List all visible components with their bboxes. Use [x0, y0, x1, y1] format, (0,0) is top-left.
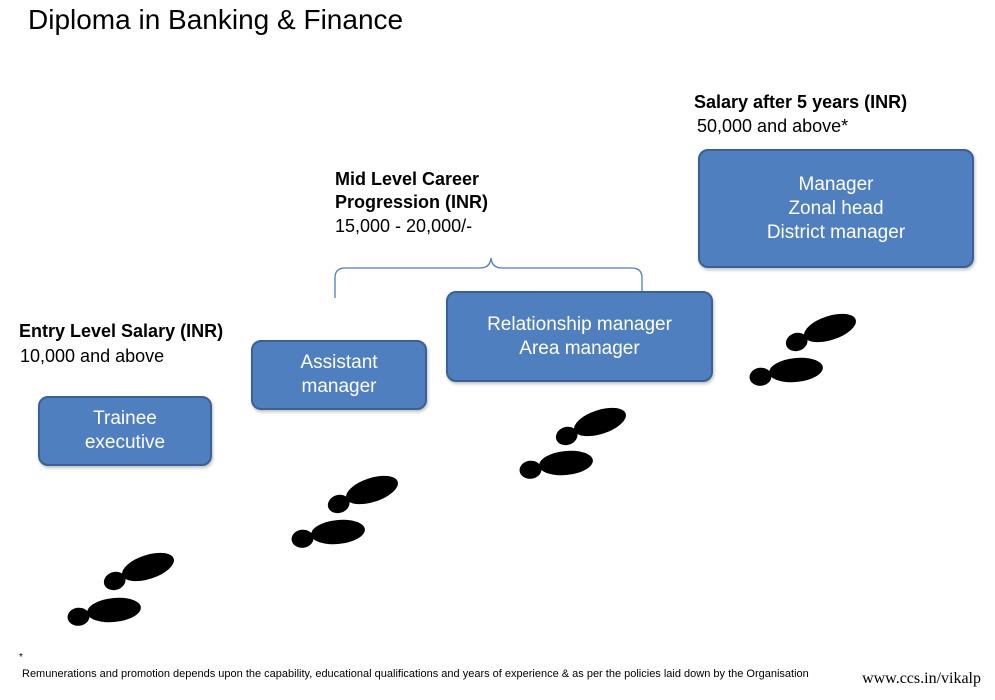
entry-salary-heading: Entry Level Salary (INR) [19, 321, 224, 341]
mid-salary-heading-line1: Mid Level Career [335, 169, 480, 189]
footprint-step-2 [290, 517, 367, 549]
role-label: manager [301, 376, 377, 397]
role-label: Manager [798, 173, 874, 195]
assistant-manager-box: Assistant manager [251, 340, 427, 410]
role-label: Trainee [93, 408, 157, 429]
role-label: executive [84, 432, 166, 453]
role-label: Zonal head [788, 197, 884, 219]
footnote-text: Remunerations and promotion depends upon… [22, 668, 809, 680]
source-url: www.ccs.in/vikalp [862, 670, 981, 687]
footprint-step-4 [781, 308, 860, 354]
entry-salary-value: 10,000 and above [20, 346, 165, 366]
trainee-executive-box: Trainee executive [38, 396, 212, 466]
footprint-step-2 [323, 470, 402, 516]
senior-salary-heading: Salary after 5 years (INR) [694, 92, 908, 112]
role-label: Area manager [519, 337, 640, 359]
relationship-manager-box: Relationship manager Area manager [446, 291, 713, 382]
page-title: Diploma in Banking & Finance [28, 4, 404, 35]
manager-box: Manager Zonal head District manager [698, 149, 974, 268]
role-label: Relationship manager [487, 313, 672, 335]
role-label: Assistant [300, 352, 378, 373]
footprint-step-4 [748, 355, 825, 387]
footnote-marker: * [19, 652, 23, 663]
footprint-step-3 [518, 448, 595, 480]
footprint-step-1 [66, 595, 143, 627]
footprint-step-3 [551, 402, 630, 448]
mid-salary-value: 15,000 - 20,000/- [335, 216, 473, 236]
role-label: District manager [766, 221, 906, 243]
mid-salary-heading-line2: Progression (INR) [335, 192, 489, 212]
footprint-step-1 [99, 547, 178, 593]
senior-salary-value: 50,000 and above* [697, 116, 849, 136]
